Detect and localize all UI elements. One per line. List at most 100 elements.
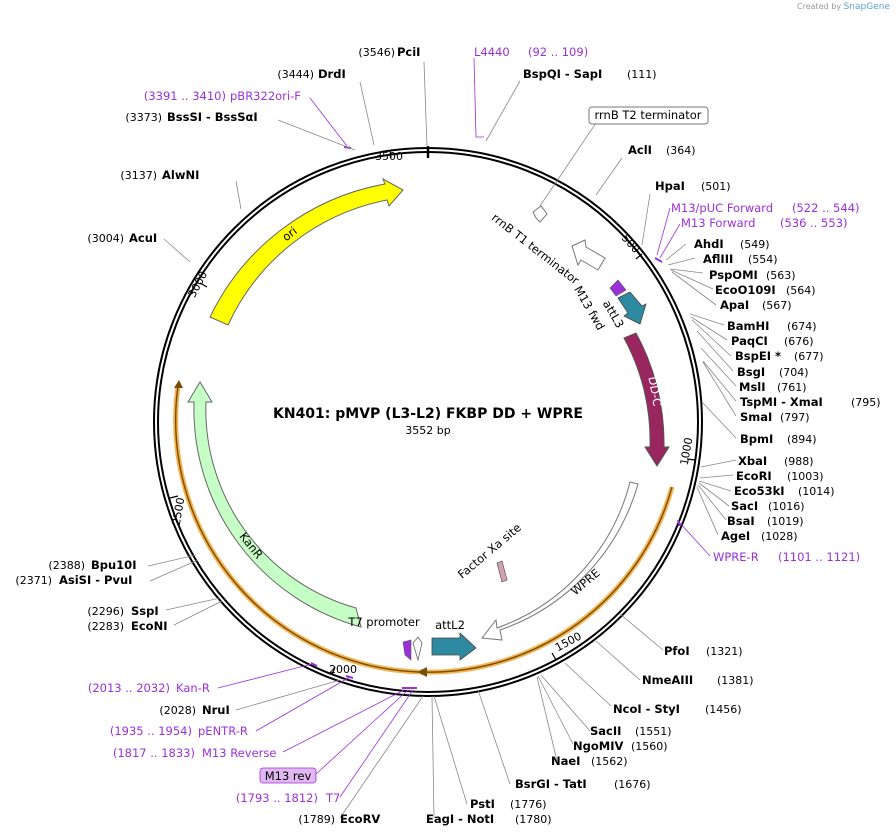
- enzyme-pos-0: (3546): [358, 46, 395, 59]
- enzyme-pos-10: (563): [766, 269, 796, 282]
- enzyme-name-6: AclI: [628, 143, 652, 157]
- tick-1000-mark: [686, 458, 696, 461]
- enzyme-name-26: AgeI: [721, 529, 750, 543]
- enzyme-pos-40: (2388): [48, 559, 85, 572]
- enzyme-name-41: AsiSI - PvuI: [59, 573, 132, 587]
- enzyme-name-25: BsaI: [727, 514, 755, 528]
- enzyme-pos-30: (1551): [635, 725, 672, 738]
- primer-leaders: [217, 97, 711, 798]
- enzyme-pos-22: (1003): [787, 470, 824, 483]
- rrnbt2-feature[interactable]: [532, 205, 548, 223]
- tick-3000-mark: [199, 282, 208, 288]
- enzyme-pos-14: (676): [784, 335, 814, 348]
- enzyme-name-15: BspEI *: [735, 349, 781, 363]
- enzyme-pos-29: (1456): [705, 703, 742, 716]
- enzyme-name-28: NmeAIII: [642, 673, 693, 687]
- ori-feature[interactable]: [209, 177, 404, 326]
- enzyme-name-33: BsrGI - TatI: [515, 777, 587, 791]
- kan-r-mark: [310, 662, 318, 667]
- enzyme-name-17: MslI: [739, 380, 766, 394]
- enzyme-pos-24: (1016): [768, 500, 805, 513]
- kanr-feature[interactable]: [187, 381, 362, 628]
- rrnbt2-leader: [539, 122, 597, 207]
- enzyme-name-19: SmaI: [740, 410, 772, 424]
- enzyme-name-14: PaqCI: [731, 334, 768, 348]
- primer-labels: L4440 (92 .. 109) (3391 .. 3410) pBR322o…: [88, 45, 860, 805]
- enzyme-name-30: SacII: [590, 724, 621, 738]
- enzyme-name-9: AflIII: [703, 252, 733, 266]
- enzyme-pos-20: (894): [787, 433, 817, 446]
- wpre-orf-arrowhead: [417, 667, 427, 677]
- snapgene-credit: Created by SnapGene: [797, 2, 890, 12]
- enzyme-pos-17: (761): [777, 381, 807, 394]
- enzyme-pos-25: (1019): [767, 515, 804, 528]
- enzyme-pos-13: (674): [787, 320, 817, 333]
- primer-range-4: (1101 .. 1121): [778, 550, 860, 564]
- kanr-orf-arrowhead: [174, 380, 183, 388]
- enzyme-name-38: SspI: [131, 604, 159, 618]
- enzyme-pos-15: (677): [794, 350, 824, 363]
- enzyme-name-5: BspQI - SapI: [523, 67, 602, 81]
- primer-range-5: (2013 .. 2032): [88, 681, 170, 695]
- primer-range-1: (3391 .. 3410): [144, 89, 226, 103]
- rrnbt2-label-box: [588, 106, 709, 125]
- enzyme-pos-23: (1014): [798, 485, 835, 498]
- enzyme-pos-5: (111): [627, 68, 657, 81]
- enzyme-name-39: EcoNI: [131, 619, 167, 633]
- enzyme-pos-27: (1321): [706, 645, 743, 658]
- enzyme-pos-16: (704): [779, 366, 809, 379]
- primer-marks: [310, 57, 681, 689]
- m13puc-mark: [654, 257, 663, 263]
- enzyme-name-23: Eco53kI: [734, 484, 785, 498]
- enzyme-name-0: PciI: [397, 45, 420, 59]
- l4440-mark: [473, 57, 484, 138]
- snapgene-logo: SnapGene: [843, 2, 890, 12]
- attl3-feature[interactable]: [617, 291, 647, 325]
- m13fwd-feature[interactable]: [609, 279, 627, 297]
- attl2-label: attL2: [435, 618, 465, 632]
- m13rev-feature[interactable]: [402, 639, 412, 661]
- enzyme-name-20: BpmI: [740, 432, 773, 446]
- wpre-orf-line: [419, 486, 673, 673]
- attl2-feature[interactable]: [431, 632, 477, 661]
- tick-1000: 1000: [678, 436, 696, 466]
- primer-range-7: (1817 .. 1833): [113, 746, 195, 760]
- tick-3000: 3000: [186, 269, 211, 300]
- primer-name-4: WPRE-R: [713, 550, 759, 564]
- enzyme-pos-38: (2296): [87, 605, 124, 618]
- rrnbt1-label: rrnB T1 terminator: [489, 210, 582, 287]
- enzyme-pos-2: (3373): [125, 111, 162, 124]
- primer-range-0: (92 .. 109): [528, 45, 588, 59]
- rrnbt1-feature[interactable]: [571, 239, 606, 271]
- kanr-orf-arc: [173, 385, 420, 675]
- enzyme-name-10: PspOMI: [709, 268, 758, 282]
- enzyme-name-24: SacI: [731, 499, 758, 513]
- ddc-label: DD-C: [645, 375, 664, 407]
- enzyme-pos-37: (2028): [159, 704, 196, 717]
- wpre-feature[interactable]: [481, 481, 639, 641]
- primer-name-3: M13 Forward: [681, 216, 755, 230]
- primer-range-2: (522 .. 544): [792, 201, 860, 215]
- backbone-inner: [157, 151, 699, 693]
- enzyme-pos-7: (501): [701, 180, 731, 193]
- enzyme-name-16: BsgI: [737, 365, 765, 379]
- enzyme-pos-12: (567): [762, 299, 792, 312]
- factorxa-feature[interactable]: [496, 560, 508, 583]
- tick-2500: 2500: [170, 496, 188, 526]
- enzyme-pos-32: (1562): [591, 755, 628, 768]
- enzyme-name-13: BamHI: [727, 319, 769, 333]
- primer-name-8: T7: [325, 791, 340, 805]
- enzyme-name-3: AlwNI: [162, 168, 199, 182]
- plasmid-size: 3552 bp: [405, 424, 450, 437]
- enzyme-name-35: EagI - NotI: [426, 812, 494, 826]
- t7promoter-feature[interactable]: [412, 636, 423, 662]
- m13rev-label: M13 rev: [265, 769, 312, 783]
- enzyme-name-40: Bpu10I: [91, 558, 136, 572]
- primer-name-6: pENTR-R: [198, 724, 248, 738]
- enzyme-pos-36: (1789): [298, 813, 335, 826]
- enzyme-pos-35: (1780): [515, 813, 552, 826]
- plasmid-name: KN401: pMVP (L3-L2) FKBP DD + WPRE: [273, 406, 583, 422]
- primer-range-3: (536 .. 553): [780, 216, 848, 230]
- ddc-feature[interactable]: [623, 332, 670, 467]
